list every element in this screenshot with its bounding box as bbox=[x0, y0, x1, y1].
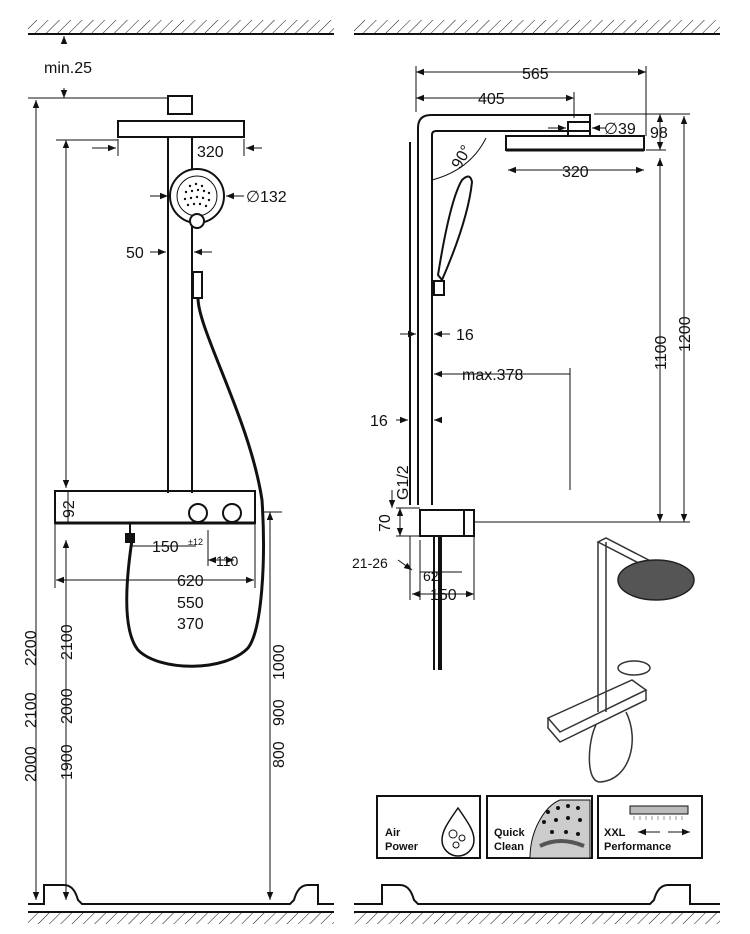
dim-valve-spacing: 150 bbox=[152, 539, 179, 556]
front-dimensions bbox=[28, 36, 282, 900]
dim-height-a3: 2000 bbox=[23, 746, 40, 782]
dim-min25: min.25 bbox=[44, 60, 92, 77]
side-floor bbox=[354, 884, 720, 924]
dim-head-height: 98 bbox=[650, 125, 668, 142]
front-floor bbox=[28, 884, 334, 924]
dim-1000: 1000 bbox=[271, 644, 288, 680]
dim-max-reach: max.378 bbox=[462, 367, 523, 384]
dim-height-b2: 2000 bbox=[59, 688, 76, 724]
dim-bar-width-upper: 16 bbox=[456, 327, 474, 344]
isometric-sketch bbox=[546, 537, 695, 783]
dim-height-b1: 2100 bbox=[59, 624, 76, 660]
dim-swivel: 90° bbox=[449, 143, 476, 172]
dim-h1200: 1200 bbox=[677, 316, 694, 352]
dim-bar-offset: 50 bbox=[126, 245, 144, 262]
dim-width-alt1: 550 bbox=[177, 595, 204, 612]
dim-handshower-dia: ∅132 bbox=[246, 189, 287, 206]
dim-arm-dia: ∅39 bbox=[604, 121, 636, 138]
front-handshower bbox=[169, 168, 225, 229]
badge-xxl-line2: Performance bbox=[604, 841, 671, 853]
dim-height-a2: 2100 bbox=[23, 692, 40, 728]
dim-arm-reach: 405 bbox=[478, 91, 505, 108]
nozzle-clean-icon bbox=[529, 799, 591, 859]
dim-overall-reach: 565 bbox=[522, 66, 549, 83]
dim-height-b3: 1900 bbox=[59, 744, 76, 780]
badge-air-power-line2: Power bbox=[385, 841, 419, 853]
dim-height-a1: 2200 bbox=[23, 630, 40, 666]
dim-valve-tolerance: ±12 bbox=[188, 537, 203, 547]
dim-head-width: 320 bbox=[197, 144, 224, 161]
dim-valve-depth: 62 bbox=[423, 568, 439, 584]
side-ceiling bbox=[354, 20, 720, 35]
dim-side-valve-spacing: 150 bbox=[430, 587, 457, 604]
badge-xxl-line1: XXL bbox=[604, 827, 626, 839]
badge-xxl-performance: XXL Performance bbox=[597, 795, 703, 859]
dim-side-head-width: 320 bbox=[562, 164, 589, 181]
air-drops-icon bbox=[441, 806, 475, 857]
badge-quick-clean-line2: Clean bbox=[494, 841, 524, 853]
badge-quick-clean-line1: Quick bbox=[494, 827, 525, 839]
side-dimensions bbox=[388, 66, 690, 600]
dim-h1100: 1100 bbox=[653, 335, 670, 370]
dim-thermostat-height: 92 bbox=[61, 500, 78, 518]
front-shower-system bbox=[54, 95, 265, 668]
dim-width-primary: 620 bbox=[177, 573, 204, 590]
badge-air-power: Air Power bbox=[376, 795, 481, 859]
dim-900: 900 bbox=[271, 699, 288, 726]
badge-air-power-line1: Air bbox=[385, 827, 401, 839]
side-shower-system bbox=[409, 114, 645, 670]
dim-connection: G1/2 bbox=[395, 465, 412, 500]
dim-800: 800 bbox=[271, 741, 288, 768]
dim-wall-distance: 21-26 bbox=[352, 555, 388, 571]
badge-quick-clean: Quick Clean bbox=[486, 795, 593, 859]
dim-bar-width-lower: 16 bbox=[370, 413, 388, 430]
dim-width-alt2: 370 bbox=[177, 616, 204, 633]
dim-valve-offset: 110 bbox=[216, 553, 239, 569]
front-ceiling bbox=[28, 20, 334, 35]
wide-head-icon bbox=[629, 805, 690, 836]
dim-conn-height: 70 bbox=[377, 514, 394, 532]
